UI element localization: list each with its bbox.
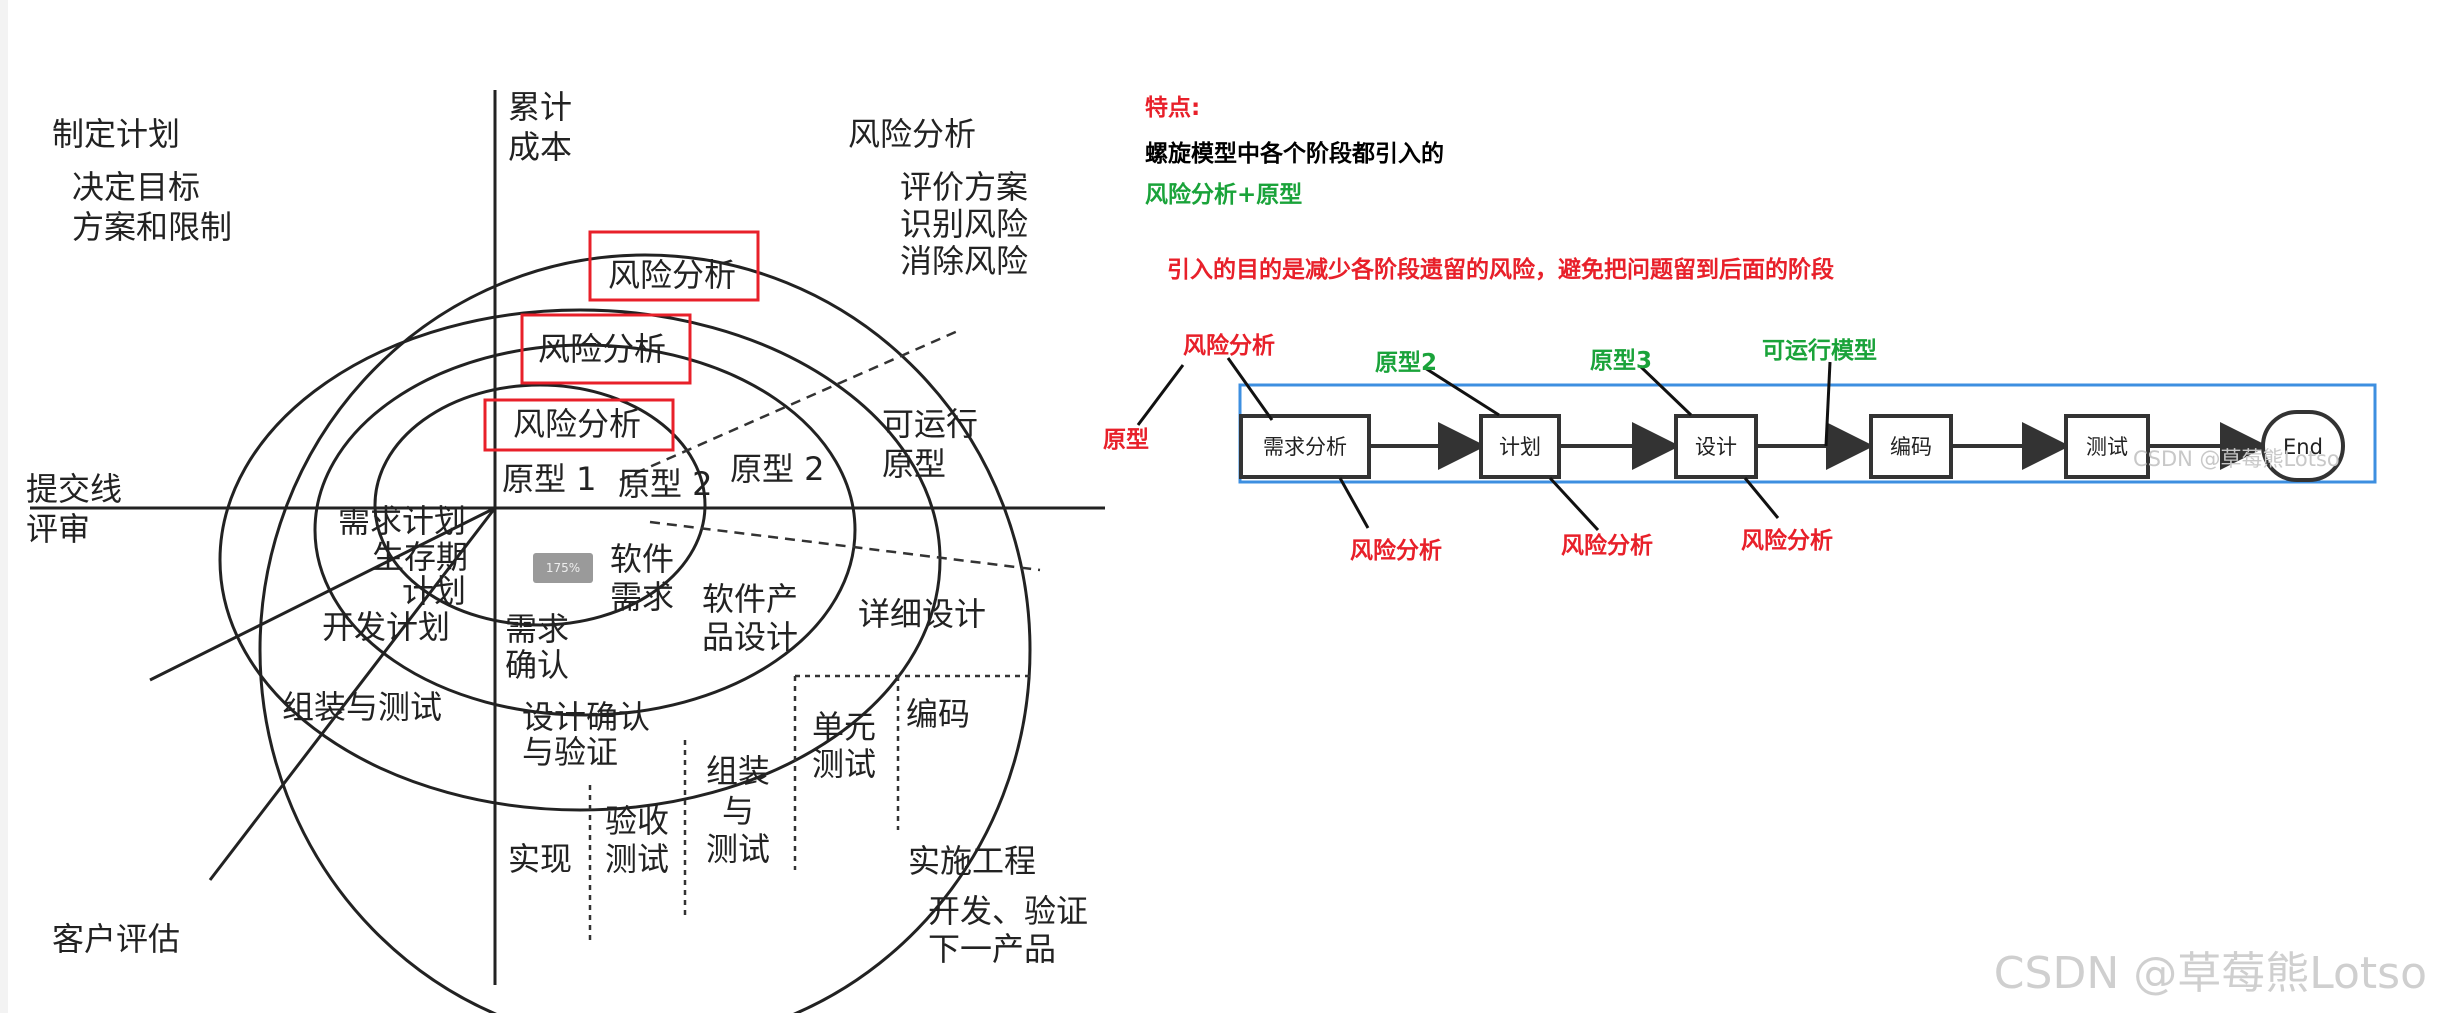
sw-design-2: 品设计 bbox=[702, 618, 798, 656]
review: 评审 bbox=[26, 510, 90, 548]
flow-frame bbox=[1238, 383, 2377, 484]
risk-box3-label: 风险分析 bbox=[513, 405, 641, 443]
accept-1: 验收 bbox=[605, 802, 669, 840]
connector-runnable bbox=[1824, 361, 1832, 447]
flow-top-risk: 风险分析 bbox=[1183, 332, 1275, 359]
flow-runnable-model: 可运行模型 bbox=[1762, 337, 1877, 364]
risk-box-middle bbox=[520, 313, 692, 385]
assemble-2: 与 bbox=[722, 792, 754, 830]
risk-box2-label: 风险分析 bbox=[538, 330, 666, 368]
csdn-watermark: CSDN @草莓熊Lotso bbox=[1993, 948, 2427, 999]
unit-1: 单元 bbox=[812, 708, 876, 746]
req-confirm-1: 需求 bbox=[505, 610, 569, 648]
accept-2: 测试 bbox=[605, 840, 669, 878]
risk-sub3: 消除风险 bbox=[900, 242, 1028, 280]
risk-sub2: 识别风险 bbox=[900, 205, 1028, 243]
spiral-loop-second bbox=[313, 343, 857, 717]
notes-line-2: 风险分析+原型 bbox=[1145, 182, 1303, 208]
assemble-3: 测试 bbox=[706, 830, 770, 868]
flow-proto3: 原型3 bbox=[1590, 348, 1652, 374]
submit-line: 提交线 bbox=[26, 470, 122, 508]
end-label: End bbox=[2283, 435, 2323, 459]
req-plan-1: 需求计划 bbox=[338, 502, 466, 540]
left-edge-strip bbox=[0, 0, 8, 1013]
flow-bottom-risk1: 风险分析 bbox=[1350, 537, 1442, 564]
spiral-loop-third bbox=[218, 308, 942, 812]
detail-design: 详细设计 bbox=[858, 595, 986, 633]
zoom-badge: 175% bbox=[533, 553, 593, 583]
dashed-line-2 bbox=[649, 520, 1041, 572]
connector-bottom-risk3 bbox=[1743, 477, 1780, 519]
step-box-2 bbox=[1479, 414, 1561, 479]
diagonal-line-1 bbox=[149, 506, 496, 682]
implement: 实现 bbox=[508, 840, 572, 878]
cum-cost-1: 累计 bbox=[508, 88, 572, 126]
eng-sub2: 下一产品 bbox=[928, 930, 1056, 968]
spiral-loop-inner bbox=[373, 383, 707, 627]
connector-proto2 bbox=[1424, 366, 1500, 417]
sw-1: 软件 bbox=[610, 540, 674, 578]
diagonal-line-2 bbox=[208, 507, 497, 881]
eng-sub1: 开发、验证 bbox=[928, 892, 1088, 930]
flow-bottom-risk2: 风险分析 bbox=[1561, 532, 1653, 559]
step-label-3: 设计 bbox=[1695, 435, 1737, 459]
feature-label: 特点: bbox=[1145, 95, 1201, 121]
cum-cost-2: 成本 bbox=[508, 128, 572, 166]
design-confirm-1: 设计确认 bbox=[522, 698, 650, 736]
plan-title: 制定计划 bbox=[52, 115, 180, 153]
spiral-loop-outer bbox=[258, 253, 1032, 1013]
dev-plan: 开发计划 bbox=[322, 608, 450, 646]
step-label-4: 编码 bbox=[1890, 435, 1932, 459]
step-box-1 bbox=[1239, 414, 1371, 479]
risk-box-inner bbox=[483, 398, 675, 452]
assemble-test: 组装与测试 bbox=[282, 688, 442, 726]
step-box-4 bbox=[1869, 414, 1953, 479]
plan-sub1: 决定目标 bbox=[72, 168, 200, 206]
connector-bottom-risk1 bbox=[1338, 477, 1370, 529]
plan-sub2: 方案和限制 bbox=[72, 208, 232, 246]
eng-title: 实施工程 bbox=[908, 842, 1036, 880]
sw-2: 需求 bbox=[610, 578, 674, 616]
connector-proto bbox=[1136, 364, 1185, 426]
proto-2b: 原型 2 bbox=[730, 450, 825, 488]
runnable-1: 可运行 bbox=[882, 405, 978, 443]
design-confirm-2: 与验证 bbox=[522, 733, 618, 771]
risk-sub1: 评价方案 bbox=[900, 168, 1028, 206]
proto-2a: 原型 2 bbox=[618, 465, 713, 503]
proto-1: 原型 1 bbox=[502, 460, 597, 498]
sw-design-1: 软件产 bbox=[702, 580, 798, 618]
notes-line-3: 引入的目的是减少各阶段遗留的风险，避免把问题留到后面的阶段 bbox=[1167, 257, 1834, 283]
step-box-5 bbox=[2064, 414, 2150, 479]
assemble-1: 组装 bbox=[706, 752, 770, 790]
connector-top-risk bbox=[1226, 357, 1274, 421]
coding: 编码 bbox=[906, 695, 970, 733]
flow-proto2: 原型2 bbox=[1375, 350, 1437, 376]
risk-title: 风险分析 bbox=[848, 115, 976, 153]
spiral-diagram: 制定计划 决定目标 方案和限制 累计 成本 风险分析 评价方案 识别风险 消除风… bbox=[26, 88, 1105, 1013]
flow-bottom-risk3: 风险分析 bbox=[1741, 527, 1833, 554]
connector-proto3 bbox=[1638, 364, 1693, 417]
customer-eval: 客户评估 bbox=[52, 920, 180, 958]
dashed-line-1 bbox=[619, 328, 961, 482]
step-label-2: 计划 bbox=[1499, 435, 1541, 459]
req-confirm-2: 确认 bbox=[505, 646, 569, 684]
runnable-2: 原型 bbox=[882, 445, 946, 483]
unit-2: 测试 bbox=[812, 745, 876, 783]
end-node bbox=[2261, 410, 2345, 482]
req-plan-3: 计划 bbox=[402, 572, 466, 610]
inner-watermark: CSDN @草莓熊Lotso bbox=[2133, 447, 2340, 471]
req-plan-2: 生存期 bbox=[372, 538, 468, 576]
step-label-5: 测试 bbox=[2086, 435, 2128, 459]
step-label-1: 需求分析 bbox=[1263, 435, 1347, 459]
step-box-3 bbox=[1674, 414, 1758, 479]
connector-bottom-risk2 bbox=[1548, 476, 1600, 532]
notes-line-1: 螺旋模型中各个阶段都引入的 bbox=[1145, 141, 1444, 167]
risk-box-outer bbox=[588, 230, 760, 302]
risk-box1-label: 风险分析 bbox=[608, 256, 736, 294]
